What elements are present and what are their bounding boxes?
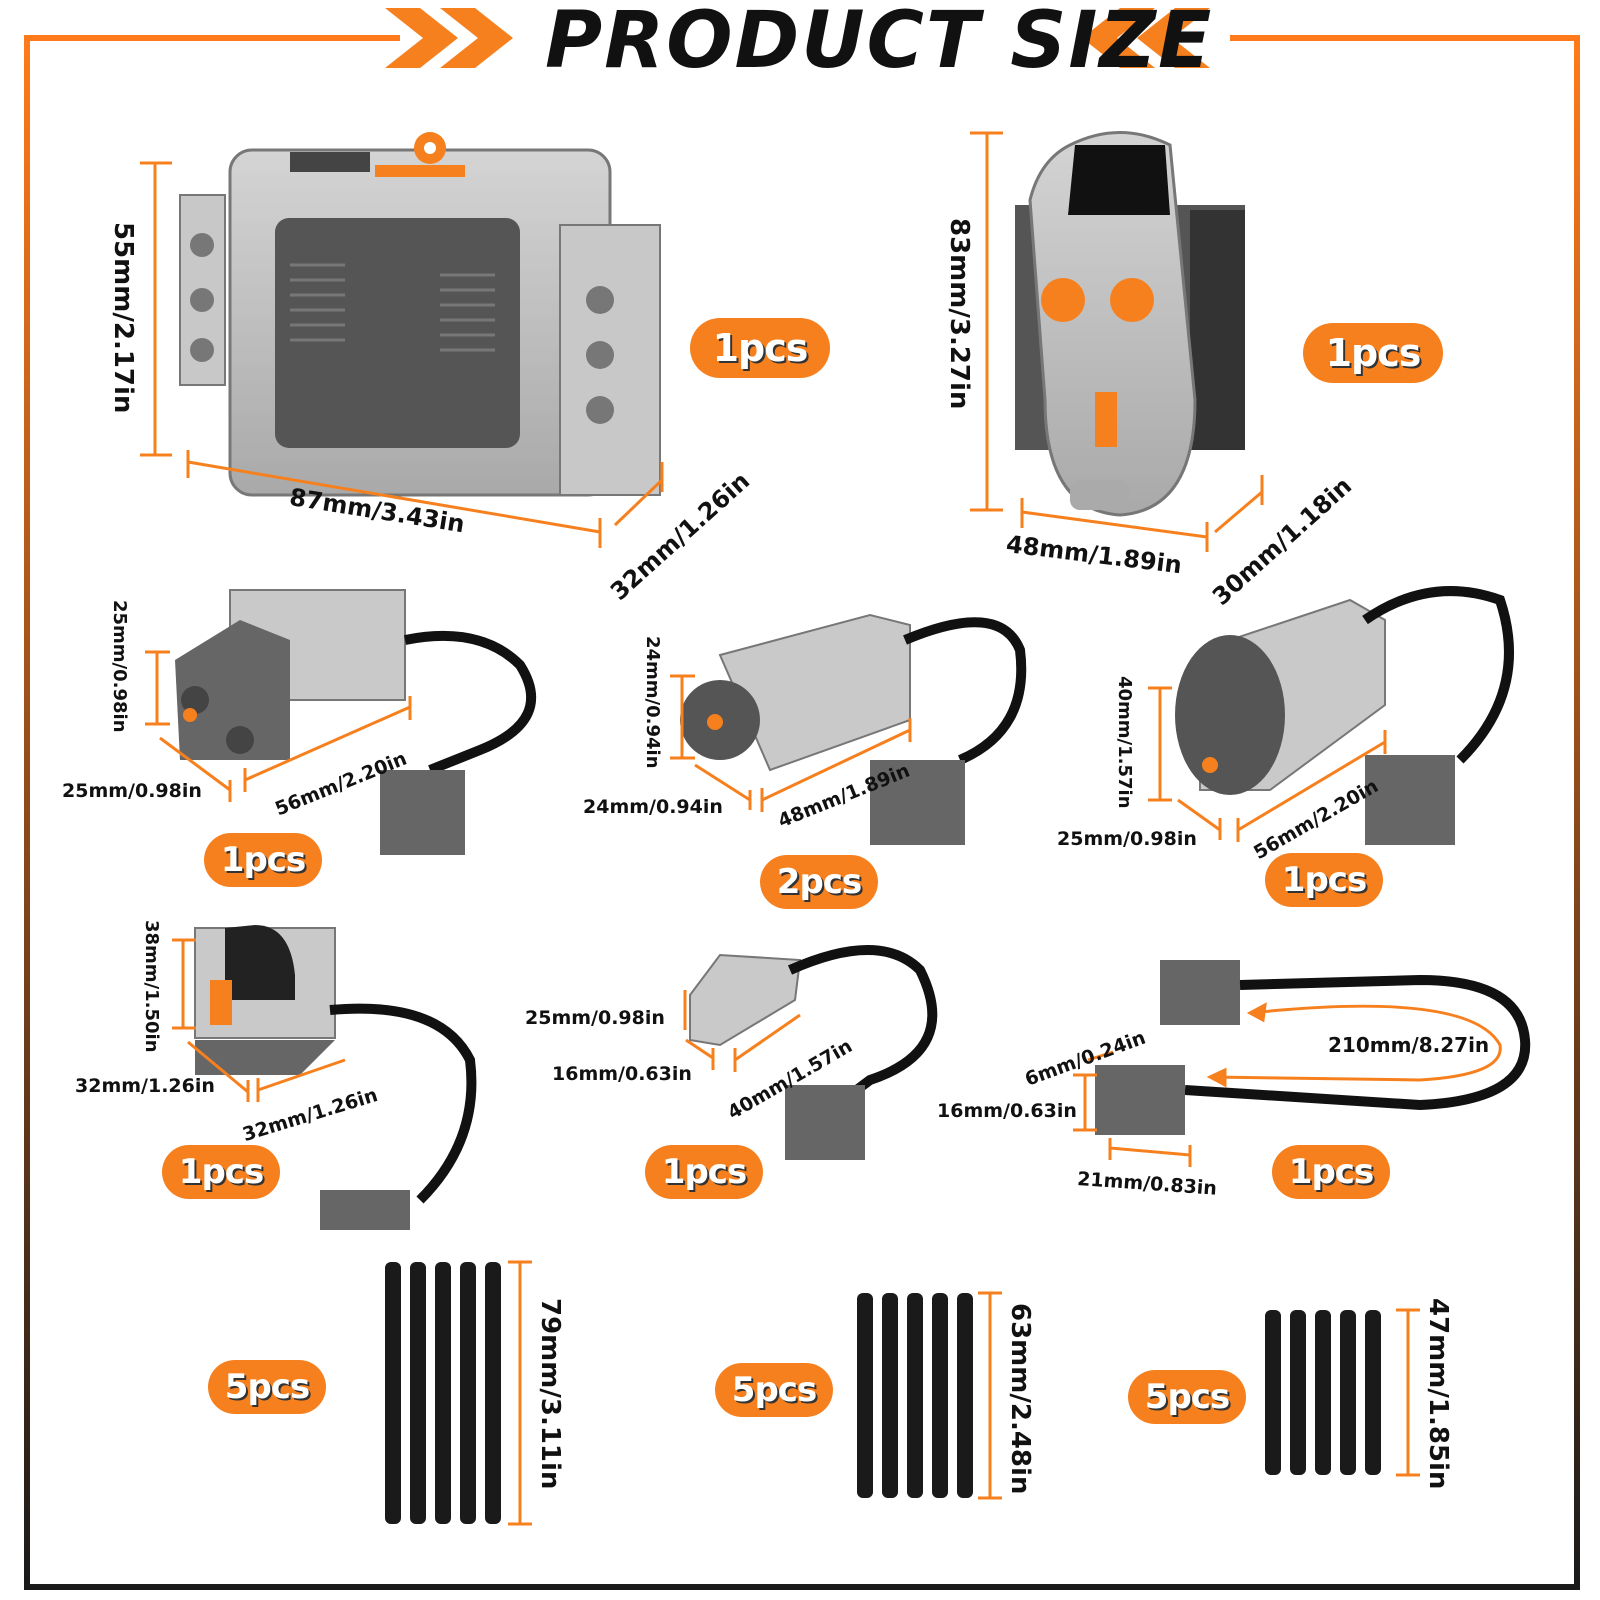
light-depth-label: 16mm/0.63in xyxy=(552,1063,692,1085)
axle-63-quantity-badge: 5pcs xyxy=(715,1363,833,1417)
xl-motor-height-label: 40mm/1.57in xyxy=(1114,676,1135,809)
m-motor-dimension-lines xyxy=(670,674,912,812)
battery-height-label: 55mm/2.17in xyxy=(108,222,138,414)
m-motor-icon xyxy=(680,613,1027,845)
axle-79-length-label: 79mm/3.11in xyxy=(535,1298,565,1490)
axle-79-quantity-badge: 5pcs xyxy=(208,1360,326,1414)
ir-quantity-badge: 1pcs xyxy=(1303,323,1443,383)
l-motor-depth-label: 25mm/0.98in xyxy=(62,780,202,802)
l-motor-quantity-badge: 1pcs xyxy=(204,833,322,887)
axle-79-icon xyxy=(385,1262,501,1524)
servo-motor-icon xyxy=(194,925,477,1230)
l-motor-dimension-lines xyxy=(145,650,412,802)
cable-quantity-badge: 1pcs xyxy=(1272,1145,1390,1199)
extension-cable-icon xyxy=(1095,960,1531,1135)
xl-motor-depth-label: 25mm/0.98in xyxy=(1057,828,1197,850)
servo-dimension-lines xyxy=(172,938,346,1102)
l-motor-height-label: 25mm/0.98in xyxy=(109,600,130,733)
servo-depth-label: 32mm/1.26in xyxy=(75,1075,215,1097)
light-unit-icon xyxy=(689,945,938,1160)
light-dimension-lines xyxy=(683,990,801,1072)
xl-motor-icon xyxy=(1175,586,1514,845)
chevrons-left-icon xyxy=(385,8,513,68)
chevrons-right-icon xyxy=(1082,8,1210,68)
axle-47-icon xyxy=(1265,1310,1381,1475)
ir-height-label: 83mm/3.27in xyxy=(944,218,974,410)
cable-plug-height-label: 16mm/0.63in xyxy=(937,1100,1077,1122)
light-quantity-badge: 1pcs xyxy=(645,1145,763,1199)
m-motor-quantity-badge: 2pcs xyxy=(760,855,878,909)
servo-height-label: 38mm/1.50in xyxy=(141,920,162,1053)
light-height-label: 25mm/0.98in xyxy=(525,1007,665,1029)
axle-dimension-lines xyxy=(508,1260,1420,1526)
page-title: PRODUCT SIZE xyxy=(545,0,1214,86)
battery-quantity-badge: 1pcs xyxy=(690,318,830,378)
m-motor-depth-label: 24mm/0.94in xyxy=(583,796,723,818)
cable-length-label: 210mm/8.27in xyxy=(1328,1033,1490,1057)
l-motor-icon xyxy=(175,589,537,855)
battery-dimension-lines xyxy=(140,161,664,548)
xl-motor-quantity-badge: 1pcs xyxy=(1265,853,1383,907)
axle-47-length-label: 47mm/1.85in xyxy=(1423,1298,1453,1490)
servo-quantity-badge: 1pcs xyxy=(162,1145,280,1199)
m-motor-height-label: 24mm/0.94in xyxy=(642,636,663,769)
axle-63-length-label: 63mm/2.48in xyxy=(1005,1303,1035,1495)
battery-box-icon xyxy=(179,132,661,497)
axle-47-quantity-badge: 5pcs xyxy=(1128,1370,1246,1424)
xl-motor-dimension-lines xyxy=(1148,686,1387,842)
ir-dimension-lines xyxy=(970,131,1264,552)
axle-63-icon xyxy=(857,1293,973,1498)
ir-receiver-icon xyxy=(1015,131,1245,517)
cable-dimension-lines xyxy=(1073,1002,1502,1167)
